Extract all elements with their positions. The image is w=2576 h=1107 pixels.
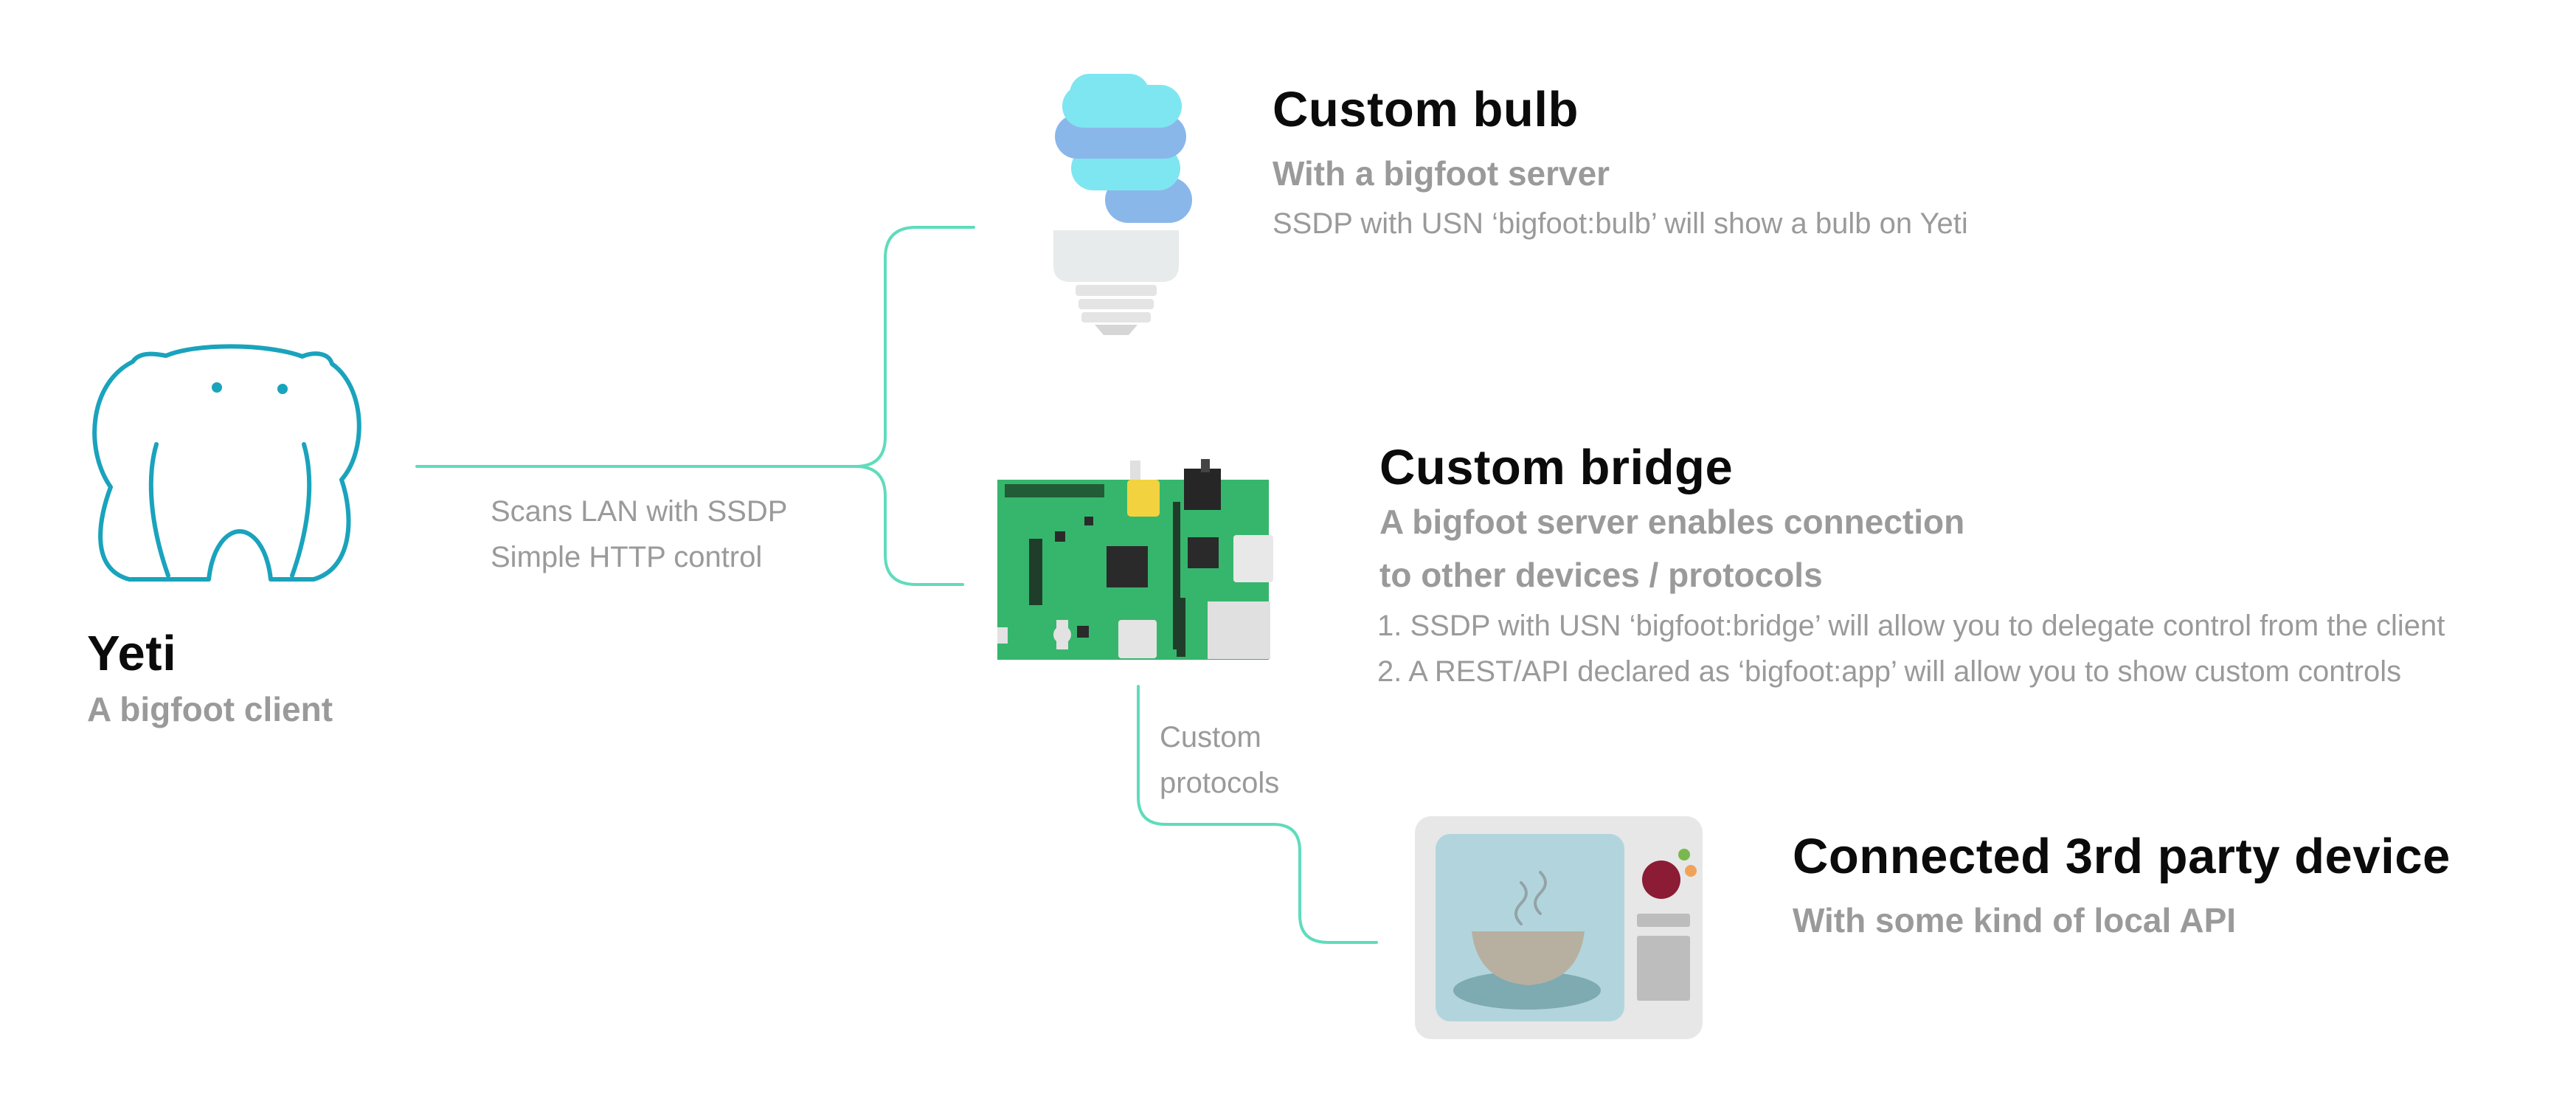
bridge-item-2: 2. A REST/API declared as ‘bigfoot:app’ … — [1377, 655, 2402, 688]
connector-lines — [415, 226, 1378, 944]
raspberry-pi-board-icon — [997, 459, 1273, 660]
device-title: Connected 3rd party device — [1793, 829, 2451, 884]
microwave-icon — [1415, 816, 1703, 1039]
bridge-connection-label-2: protocols — [1160, 767, 1280, 799]
device-subtitle: With some kind of local API — [1793, 901, 2237, 939]
yeti-connection-label-1: Scans LAN with SSDP — [491, 495, 788, 528]
yeti-subtitle: A bigfoot client — [87, 690, 333, 728]
bridge-subtitle-line-1: A bigfoot server enables connection — [1379, 503, 1965, 541]
bulb-title: Custom bulb — [1273, 82, 1579, 137]
bridge-subtitle-line-2: to other devices / protocols — [1379, 556, 1823, 594]
yeti-title: Yeti — [87, 626, 177, 681]
bridge-item-1: 1. SSDP with USN ‘bigfoot:bridge’ will a… — [1377, 610, 2445, 642]
bridge-title: Custom bridge — [1379, 440, 1734, 495]
fork-to-bridge-line — [854, 465, 964, 586]
bulb-icon — [1053, 74, 1192, 335]
yeti-icon — [92, 344, 361, 582]
fork-to-bulb-line — [854, 226, 975, 468]
bridge-to-device-line — [1137, 685, 1378, 944]
bridge-connection-label-1: Custom — [1160, 721, 1261, 753]
bulb-description: SSDP with USN ‘bigfoot:bulb’ will show a… — [1273, 207, 1968, 240]
bulb-subtitle: With a bigfoot server — [1273, 154, 1610, 193]
yeti-connection-label-2: Simple HTTP control — [491, 541, 763, 573]
